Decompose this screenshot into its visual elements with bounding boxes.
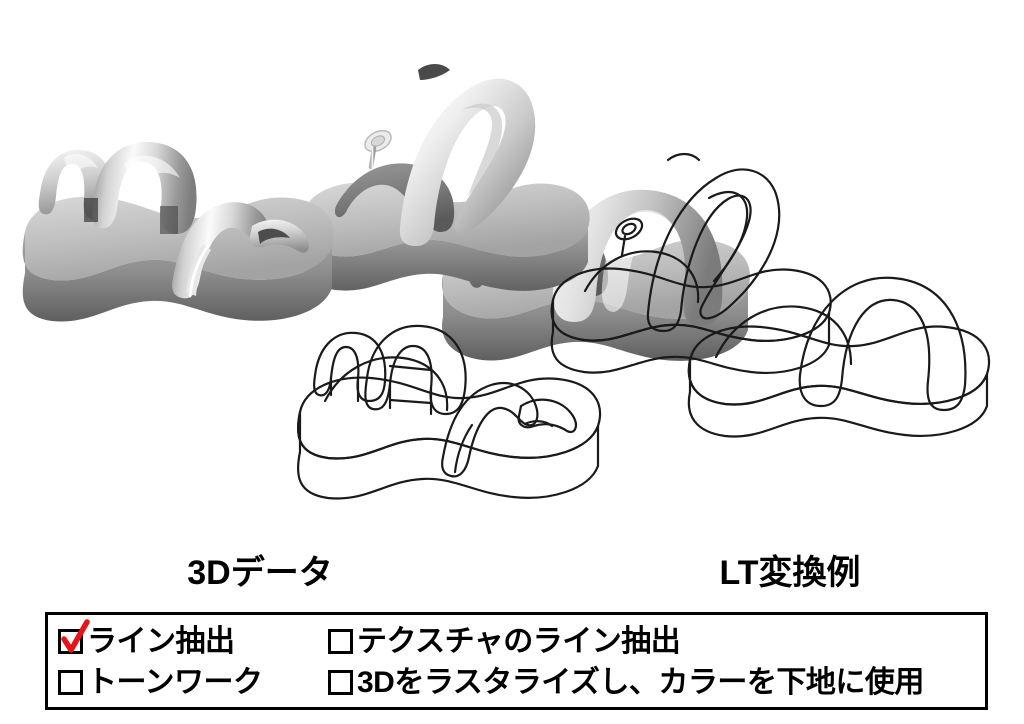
shaded-slide-sandal: [442, 189, 750, 361]
checkbox-texture-line-extraction[interactable]: [328, 629, 353, 654]
option-label-tone-work: トーンワーク: [87, 665, 263, 699]
lineart-doublestrap-sandal: [296, 324, 602, 500]
caption-3d-data: 3Dデータ: [187, 554, 333, 592]
options-row-1: ライン抽出 テクスチャのライン抽出: [58, 619, 985, 662]
shaded-doublestrap-sandal: [22, 141, 334, 322]
option-texture-line-extraction[interactable]: テクスチャのライン抽出: [328, 624, 968, 658]
option-label-rasterize-3d: 3Dをラスタライズし、カラーを下地に使用: [357, 665, 924, 699]
lineart-sandals-group: [296, 152, 991, 500]
option-label-line-extraction: ライン抽出: [87, 624, 235, 658]
option-label-texture-line-extraction: テクスチャのライン抽出: [357, 624, 681, 658]
checkbox-line-extraction[interactable]: [58, 619, 90, 654]
options-row-2: トーンワーク 3Dをラスタライズし、カラーを下地に使用: [58, 662, 985, 703]
caption-lt-conversion-example: LT変換例: [719, 554, 861, 592]
checkbox-tone-work[interactable]: [58, 670, 83, 695]
checkbox-rasterize-3d[interactable]: [328, 670, 353, 695]
lineart-slide-sandal: [687, 276, 991, 438]
lineart-thong-sandal: [550, 152, 832, 374]
shaded-sandals-group: [22, 64, 750, 361]
option-tone-work[interactable]: トーンワーク: [58, 665, 328, 699]
options-panel: ライン抽出 テクスチャのライン抽出 トーンワーク 3Dをラスタライズし、カラーを…: [45, 612, 988, 710]
illustration-area: [22, 64, 991, 500]
options-panel-inner: ライン抽出 テクスチャのライン抽出 トーンワーク 3Dをラスタライズし、カラーを…: [48, 615, 985, 707]
option-rasterize-3d[interactable]: 3Dをラスタライズし、カラーを下地に使用: [328, 665, 968, 699]
shaded-thong-sandal: [301, 64, 590, 291]
option-line-extraction[interactable]: ライン抽出: [58, 619, 328, 658]
